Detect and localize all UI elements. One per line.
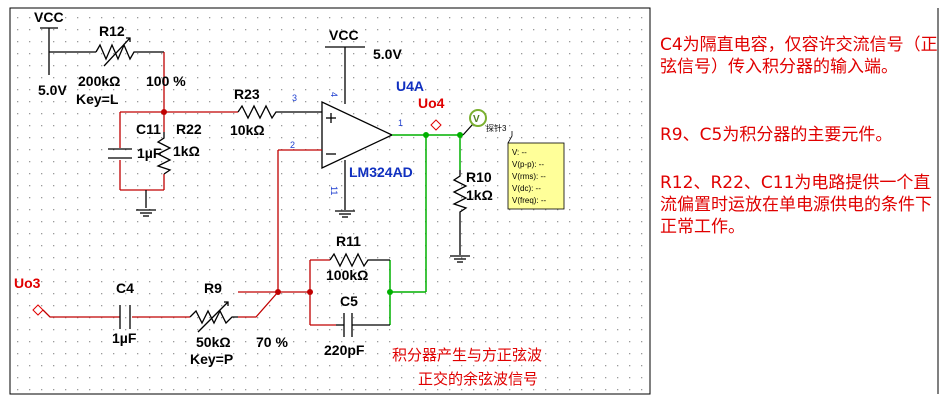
ground-opamp [335,210,355,218]
r12-value: 200kΩ [78,73,120,89]
note-r9-c5: R9、C5为积分器的主要元件。 [660,125,893,145]
svg-text:V(p-p): --: V(p-p): -- [512,160,544,169]
svg-text:V: V [473,114,480,125]
opamp-pin-minus: 2 [290,140,295,150]
vcc-left-label: VCC [34,9,64,25]
r22-value: 1kΩ [173,143,200,159]
output-wire [387,132,463,325]
r12-potentiometer[interactable] [95,37,165,112]
r12-key: Key=L [76,91,119,107]
r10-ref: R10 [466,169,492,185]
probe-label: 探针3 [486,123,507,133]
vcc-top-symbol [325,46,365,104]
note-bias: R12、R22、C11为电路提供一个直流偏置时运放在单电源供电的条件下正常工作。 [660,173,932,237]
uo3-label: Uo3 [14,275,41,291]
r23-ref: R23 [234,86,260,102]
r22-resistor[interactable] [156,132,172,175]
c4-value: 1µF [112,330,137,346]
ground-bias [136,209,156,217]
r9-percent: 70 % [256,334,288,350]
c11-value: 1µF [137,145,162,161]
svg-text:V(dc): --: V(dc): -- [512,184,541,193]
opamp-ref: U4A [396,78,424,94]
r9-key: Key=P [190,351,233,367]
c11-ref: C11 [136,121,161,137]
input-wire [42,291,279,318]
opamp-part: LM324AD [349,164,413,180]
opamp-pin-plus: 3 [292,93,297,103]
ground-r10 [450,255,470,263]
opamp-triangle[interactable] [321,100,394,210]
r11-resistor[interactable] [329,252,390,268]
r9-value: 50kΩ [196,334,231,350]
r10-value: 1kΩ [466,187,493,203]
probe-icon[interactable]: V [462,109,487,136]
opamp-pin-out: 1 [398,118,403,128]
bias-network-wires [119,109,238,208]
r22-ref: R22 [176,121,202,137]
c5-capacitor[interactable] [336,313,390,337]
r23-value: 10kΩ [230,122,265,138]
c4-ref: C4 [116,280,134,296]
r11-ref: R11 [336,233,361,249]
vcc-left-symbol [40,27,96,75]
c4-capacitor[interactable] [119,305,131,329]
r9-ref: R9 [204,280,222,296]
c11-capacitor[interactable] [108,148,132,159]
r12-percent: 100 % [146,73,186,89]
opamp-pin-gnd: 11 [329,186,339,195]
note-c4: C4为隔直电容，仅容许交流信号（正弦信号）传入积分器的输入端。 [660,35,938,77]
c5-value: 220pF [324,342,365,358]
r9-potentiometer[interactable] [189,301,238,333]
probe-leader [507,131,513,144]
uo4-connector[interactable] [430,119,442,131]
opamp-pin-vcc: 4 [329,92,339,97]
c5-ref: C5 [340,293,358,309]
caption-line-2: 正交的余弦波信号 [418,370,538,388]
vcc-top-label: VCC [329,27,359,43]
caption-line-1: 积分器产生与方正弦波 [392,346,542,364]
svg-text:V: --: V: -- [512,148,527,157]
r12-ref: R12 [99,23,125,39]
svg-text:V(rms): --: V(rms): -- [512,172,546,181]
probe-readout: V: -- V(p-p): -- V(rms): -- V(dc): -- V(… [507,142,565,210]
vcc-left-voltage: 5.0V [38,82,67,98]
vcc-top-voltage: 5.0V [373,46,402,62]
svg-text:V(freq): --: V(freq): -- [512,196,547,205]
r11-value: 100kΩ [326,267,368,283]
r10-resistor[interactable] [452,170,468,255]
r23-resistor[interactable] [237,104,322,120]
schematic-border [9,7,651,395]
uo4-label: Uo4 [418,95,445,111]
inverting-input-wire [238,149,336,326]
